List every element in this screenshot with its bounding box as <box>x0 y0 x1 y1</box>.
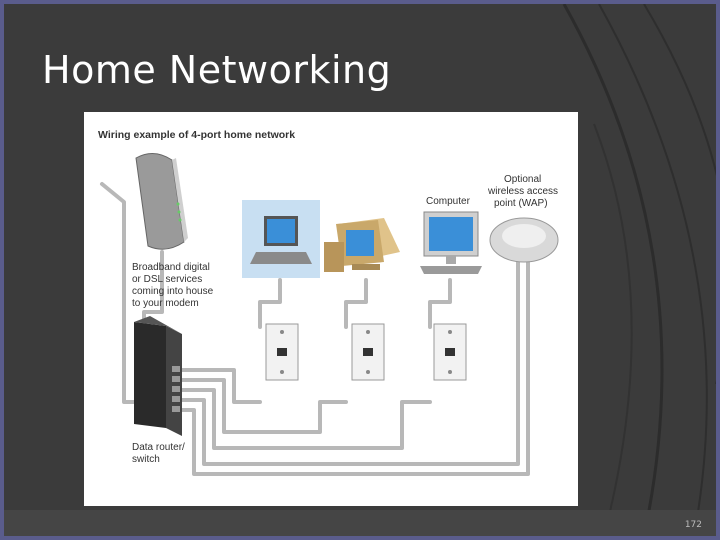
svg-text:Optional: Optional <box>504 174 541 185</box>
wireless-access-point-icon <box>489 217 559 263</box>
router-label: Data router/ switch <box>132 442 185 465</box>
svg-text:or DSL services: or DSL services <box>132 274 202 285</box>
figure-title: Wiring example of 4-port home network <box>98 129 295 141</box>
svg-text:wireless access: wireless access <box>487 186 558 197</box>
router-icon <box>134 316 182 436</box>
svg-text:Broadband digital: Broadband digital <box>132 262 210 273</box>
wall-jack-icon <box>351 323 385 381</box>
broadband-label: Broadband digital or DSL services coming… <box>132 262 214 309</box>
svg-text:switch: switch <box>132 454 160 465</box>
crt-computer-icon <box>324 218 400 272</box>
computer-label: Computer <box>426 196 471 207</box>
wall-jack-icon <box>433 323 467 381</box>
modem-icon <box>135 153 188 250</box>
network-diagram: Wiring example of 4-port home network <box>84 112 578 506</box>
bottom-bar <box>4 510 716 536</box>
page-number: 172 <box>684 520 702 530</box>
desktop-computer-icon <box>420 211 482 274</box>
wall-jack-icon <box>265 323 299 381</box>
svg-text:to your modem: to your modem <box>132 298 199 309</box>
svg-text:coming into house: coming into house <box>132 286 214 297</box>
svg-text:Data router/: Data router/ <box>132 442 185 453</box>
slide-title: Home Networking <box>42 48 392 92</box>
laptop-icon <box>242 200 320 278</box>
wap-label: Optional wireless access point (WAP) <box>487 174 558 209</box>
background-arcs <box>562 4 716 536</box>
slide: Home Networking Wiring example of 4-port… <box>4 4 716 536</box>
svg-text:point (WAP): point (WAP) <box>494 198 548 209</box>
